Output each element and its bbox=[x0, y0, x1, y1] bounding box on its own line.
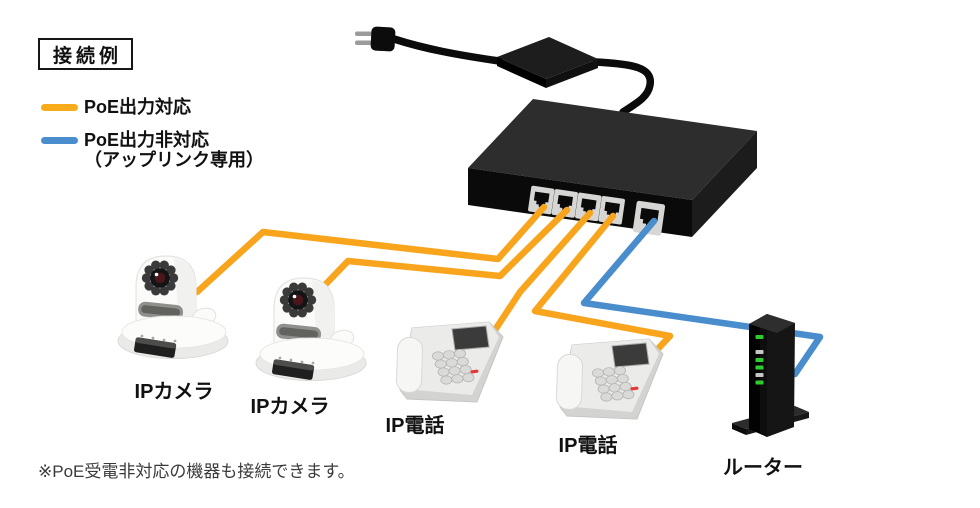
ip-phone-2 bbox=[555, 338, 664, 420]
power-plug bbox=[355, 26, 396, 52]
ip-phone-1 bbox=[395, 321, 504, 403]
cable-phone-2 bbox=[531, 212, 674, 356]
legend-sublabel-uplink: （アップリンク専用） bbox=[84, 150, 264, 170]
ip-camera-1 bbox=[117, 255, 229, 360]
label-ip-camera-2: IPカメラ bbox=[250, 396, 330, 418]
router-led bbox=[755, 358, 764, 362]
label-ip-phone-2: IP電話 bbox=[558, 435, 618, 457]
cable-camera-2 bbox=[320, 206, 571, 290]
legend-swatch-uplink bbox=[41, 137, 78, 144]
power-cord-in bbox=[390, 35, 503, 65]
power-adapter bbox=[497, 37, 598, 88]
cable-phone-1 bbox=[491, 209, 594, 334]
ip-camera-2 bbox=[255, 277, 367, 382]
label-ip-camera-1: IPカメラ bbox=[134, 381, 214, 403]
power-cord-out bbox=[592, 58, 654, 116]
router-led bbox=[755, 365, 764, 370]
router-leds bbox=[755, 335, 764, 385]
plug-prong bbox=[355, 40, 372, 45]
legend-swatch-poe bbox=[41, 104, 78, 111]
label-router: ルーター bbox=[723, 457, 803, 479]
router-led bbox=[755, 380, 764, 385]
router-led bbox=[755, 350, 764, 354]
plug-prong bbox=[355, 31, 372, 36]
page-title: 接続例 bbox=[52, 45, 122, 67]
legend-label-poe: PoE出力対応 bbox=[84, 97, 192, 117]
footnote: ※PoE受電非対応の機器も接続できます。 bbox=[38, 462, 355, 481]
title-box: 接続例 bbox=[38, 38, 133, 70]
legend-label-uplink: PoE出力非対応 bbox=[84, 130, 210, 150]
router bbox=[732, 314, 809, 437]
cable-camera-1 bbox=[193, 203, 548, 296]
label-ip-phone-1: IP電話 bbox=[385, 415, 445, 437]
cable-router-uplink bbox=[580, 217, 824, 378]
router-led bbox=[755, 373, 764, 377]
poe-switch bbox=[468, 99, 757, 237]
router-led bbox=[755, 335, 764, 339]
